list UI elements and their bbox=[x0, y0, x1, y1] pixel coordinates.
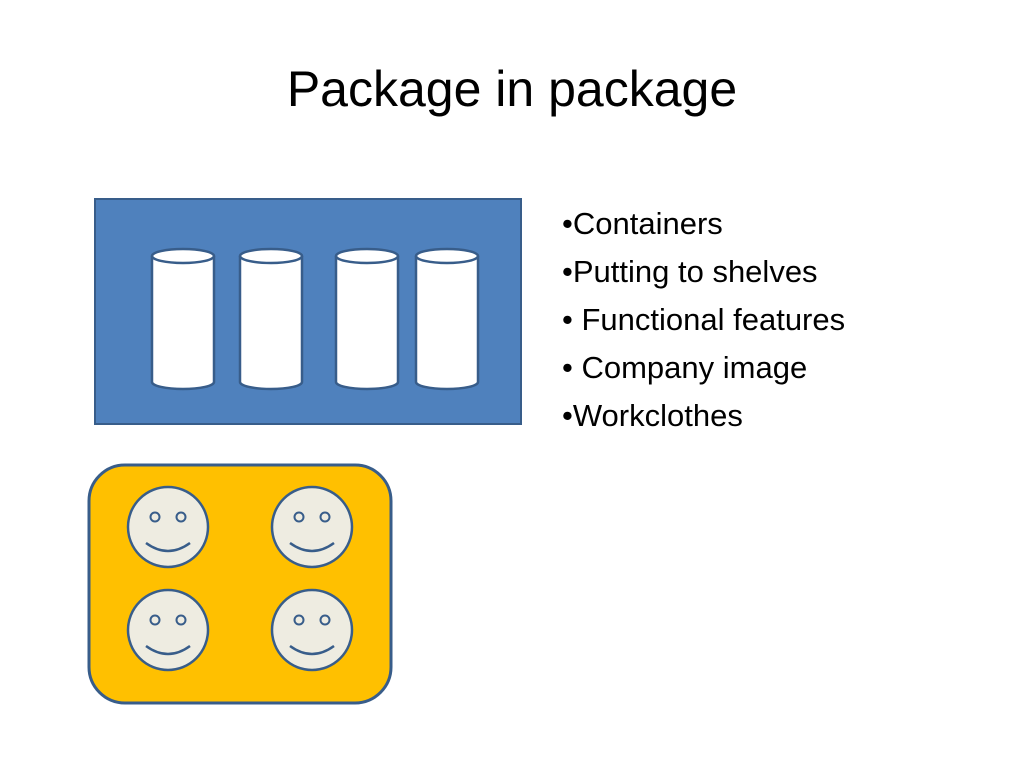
smiley-face-icon bbox=[126, 588, 210, 672]
yellow-package-box bbox=[87, 463, 393, 705]
smiley-face-icon bbox=[126, 485, 210, 569]
cylinder-icon bbox=[414, 247, 480, 391]
smiley-face-icon bbox=[270, 588, 354, 672]
bullet-item: •Containers bbox=[562, 206, 723, 241]
bullet-item: • Functional features bbox=[562, 302, 846, 337]
bullet-item: • Company image bbox=[562, 350, 808, 385]
bullet-item: •Putting to shelves bbox=[562, 254, 818, 289]
cylinder-icon bbox=[238, 247, 304, 391]
smiley-face-icon bbox=[270, 485, 354, 569]
bullet-list: •Containers •Putting to shelves • Functi… bbox=[562, 200, 845, 440]
slide-title: Package in package bbox=[286, 61, 738, 117]
cylinder-icon bbox=[150, 247, 216, 391]
bullet-item: •Workclothes bbox=[562, 398, 743, 433]
cylinder-icon bbox=[334, 247, 400, 391]
